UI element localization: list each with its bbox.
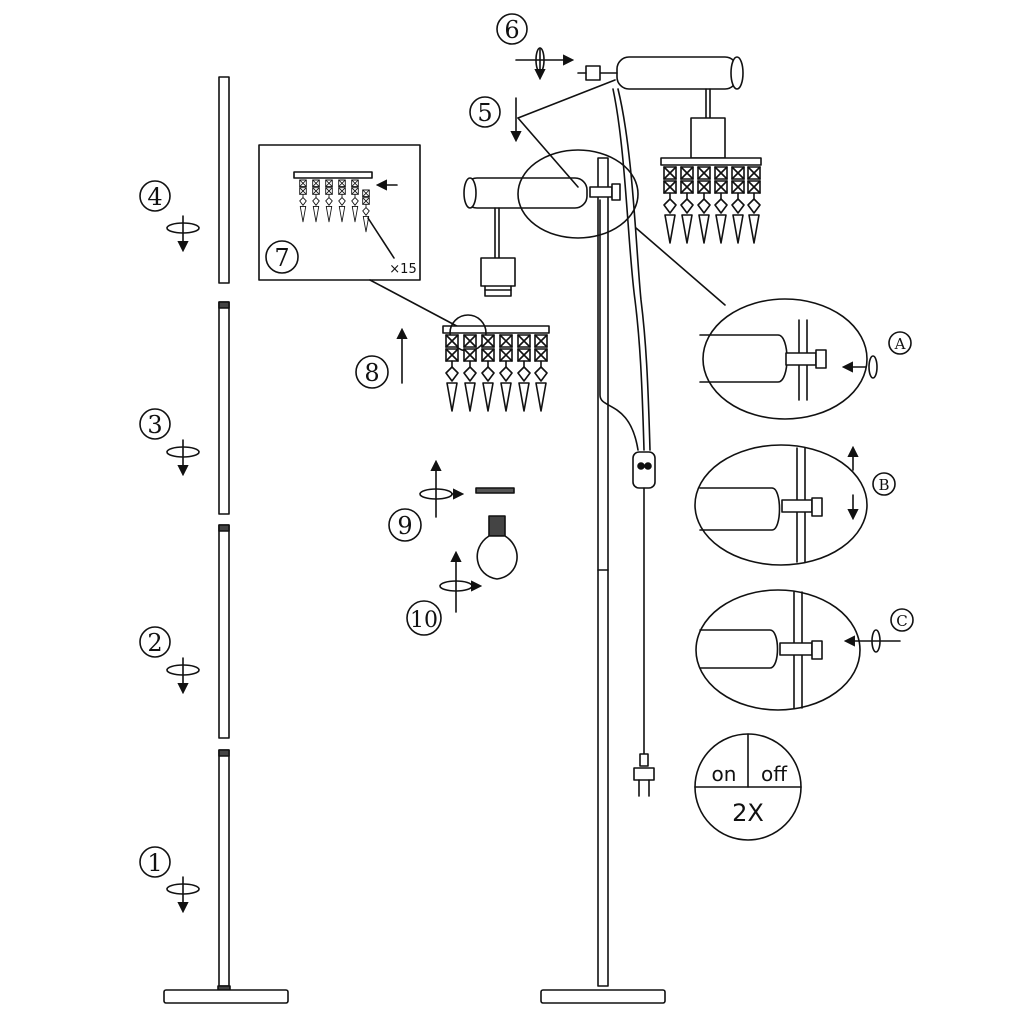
switch-on-label: on <box>712 762 737 786</box>
rotate-arrow-icon <box>167 216 199 250</box>
step-7-label: 7 <box>274 244 289 272</box>
step-1-label: 1 <box>147 849 162 877</box>
highlight-ellipse <box>517 149 639 239</box>
step-8-label: 8 <box>364 359 379 387</box>
leader-line <box>517 79 616 119</box>
step-10-label: 10 <box>410 608 438 633</box>
step-5-label: 5 <box>477 99 492 127</box>
leader-line <box>517 117 579 188</box>
assembled-lamp <box>540 56 762 1004</box>
step-4-label: 4 <box>147 183 162 211</box>
crystal-attach-inset <box>258 144 421 281</box>
switch-quantity-label: 2X <box>732 799 764 827</box>
detail-a-label: A <box>894 335 906 353</box>
step-3-label: 3 <box>147 411 162 439</box>
step-2-label: 2 <box>147 629 162 657</box>
switch-off-label: off <box>761 762 788 786</box>
pole-sections <box>163 76 289 1004</box>
rotate-arrow-icon <box>167 877 199 911</box>
rotate-arrow-icon <box>167 658 199 692</box>
step-badges <box>139 13 914 878</box>
leader-line <box>369 279 469 333</box>
detail-c <box>695 589 901 711</box>
detail-c-label: C <box>896 612 907 630</box>
detail-a <box>699 298 878 420</box>
detail-b-label: B <box>878 476 889 494</box>
chandelier-parts <box>396 177 588 613</box>
step-9-label: 9 <box>397 512 412 540</box>
detail-b <box>694 444 868 566</box>
switch-diagram <box>694 733 802 841</box>
inset-count-label: ×15 <box>389 262 416 277</box>
leader-line <box>635 227 726 306</box>
rotate-arrow-icon <box>167 440 199 474</box>
step-6-label: 6 <box>504 16 519 44</box>
